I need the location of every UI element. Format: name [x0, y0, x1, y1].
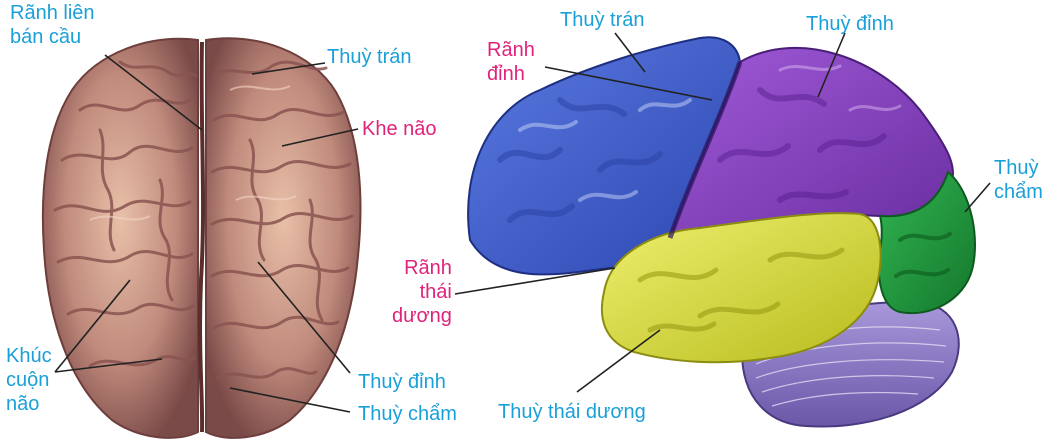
label-temporal-sulcus-line1: Rãnh — [392, 256, 452, 280]
label-top-occipital-lobe: Thuỳ chẩm — [358, 402, 457, 426]
label-temporal-sulcus-line3: dương — [392, 304, 452, 328]
label-parietal-sulcus: Rãnh đỉnh — [487, 38, 535, 86]
label-gyri-line1: Khúc — [6, 344, 52, 368]
label-side-frontal-lobe: Thuỳ trán — [560, 8, 644, 32]
longitudinal-fissure — [200, 42, 203, 432]
label-longitudinal-fissure: Rãnh liên bán cầu — [10, 1, 95, 49]
label-gyri: Khúc cuộn não — [6, 344, 52, 416]
label-side-occipital-lobe: Thuỳ chẩm — [994, 156, 1043, 204]
label-side-occipital-line1: Thuỳ — [994, 156, 1043, 180]
side-view-brain — [468, 37, 975, 426]
label-gyri-line2: cuộn — [6, 368, 52, 392]
label-side-temporal-lobe: Thuỳ thái dương — [498, 400, 646, 424]
label-sulcus: Khe não — [362, 117, 437, 141]
label-temporal-sulcus-line2: thái — [392, 280, 452, 304]
label-fissure-line1: Rãnh liên — [10, 1, 95, 25]
label-top-parietal-lobe: Thuỳ đỉnh — [358, 370, 446, 394]
right-hemisphere — [206, 38, 360, 438]
left-hemisphere — [43, 39, 198, 438]
top-view-brain — [43, 38, 361, 438]
label-temporal-sulcus: Rãnh thái dương — [392, 256, 452, 328]
label-parietal-sulcus-line2: đỉnh — [487, 62, 535, 86]
label-top-frontal-lobe: Thuỳ trán — [327, 45, 411, 69]
label-fissure-line2: bán cầu — [10, 25, 95, 49]
label-side-parietal-lobe: Thuỳ đỉnh — [806, 12, 894, 36]
label-gyri-line3: não — [6, 392, 52, 416]
label-parietal-sulcus-line1: Rãnh — [487, 38, 535, 62]
pointer-side-occipital — [965, 183, 990, 212]
label-side-occipital-line2: chẩm — [994, 180, 1043, 204]
